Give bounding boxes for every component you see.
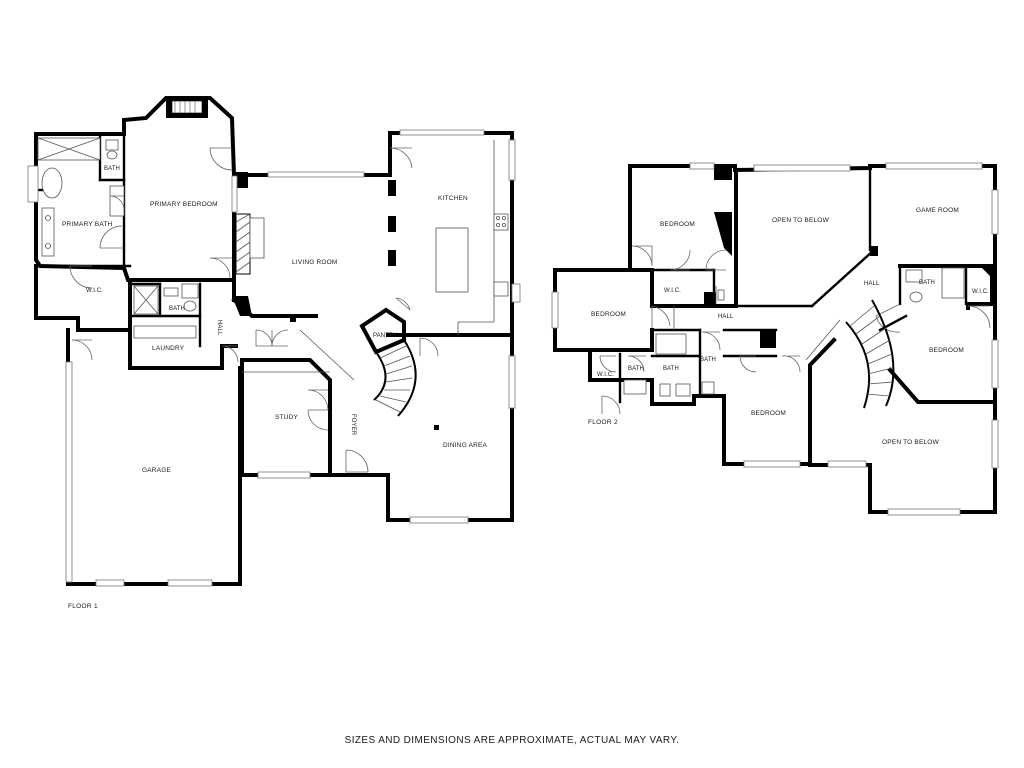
room-label-bedroom-top: BEDROOM (660, 221, 695, 228)
room-label-bath-top: BATH (104, 166, 120, 172)
room-label-wic: W.I.C. (86, 288, 103, 294)
room-label-bath-mid: BATH (169, 306, 185, 312)
room-label-primary-bath: PRIMARY BATH (62, 221, 113, 228)
primary-suite-walls (34, 96, 236, 282)
room-label-living-room: LIVING ROOM (292, 259, 338, 266)
room-label-bath-b: BATH (663, 366, 679, 372)
room-label-wic-right: W.I.C. (972, 289, 989, 295)
room-label-study: STUDY (275, 414, 298, 421)
room-label-bedroom-bottom: BEDROOM (751, 410, 786, 417)
floor-2-label: FLOOR 2 (588, 419, 618, 426)
room-label-game-room: GAME ROOM (916, 207, 959, 214)
room-label-wic-left: W.I.C. (664, 288, 681, 294)
room-label-open-to-below-bottom: OPEN TO BELOW (882, 439, 940, 446)
floor-1-plan (27, 96, 521, 587)
room-label-open-to-below-top: OPEN TO BELOW (772, 217, 830, 224)
room-label-dining-area: DINING AREA (443, 442, 488, 449)
disclaimer-text: SIZES AND DIMENSIONS ARE APPROXIMATE, AC… (344, 735, 680, 746)
room-label-bath-a: BATH (628, 366, 644, 372)
room-label-hall: HALL (216, 320, 222, 336)
room-label-garage: GARAGE (142, 467, 171, 474)
room-label-kitchen: KITCHEN (438, 195, 468, 202)
room-label-hall-lower: HALL (718, 314, 734, 320)
floor-2-labels: BEDROOM OPEN TO BELOW GAME ROOM W.I.C. H… (588, 207, 989, 446)
room-label-primary-bedroom: PRIMARY BEDROOM (150, 201, 218, 208)
floor-2-stairs (845, 299, 895, 409)
floor-1-labels: PRIMARY BATH PRIMARY BEDROOM BATH W.I.C.… (62, 166, 488, 610)
room-label-foyer: FOYER (350, 414, 356, 436)
main-floor-walls (232, 131, 514, 522)
room-label-bath-c: BATH (700, 357, 716, 363)
bay-window (166, 96, 208, 118)
room-label-wic-small: W.I.C. (597, 372, 614, 378)
floor-2-plan (551, 162, 999, 516)
room-label-bedroom-left: BEDROOM (591, 311, 626, 318)
room-label-hall-center: HALL (864, 281, 880, 287)
room-label-bedroom-right: BEDROOM (929, 347, 964, 354)
floor-1-label: FLOOR 1 (68, 603, 98, 610)
room-label-bath-right: BATH (919, 280, 935, 286)
room-label-pantry: PANTRY (373, 333, 397, 339)
room-label-laundry: LAUNDRY (152, 345, 185, 352)
floor-1-stairs (373, 339, 417, 417)
